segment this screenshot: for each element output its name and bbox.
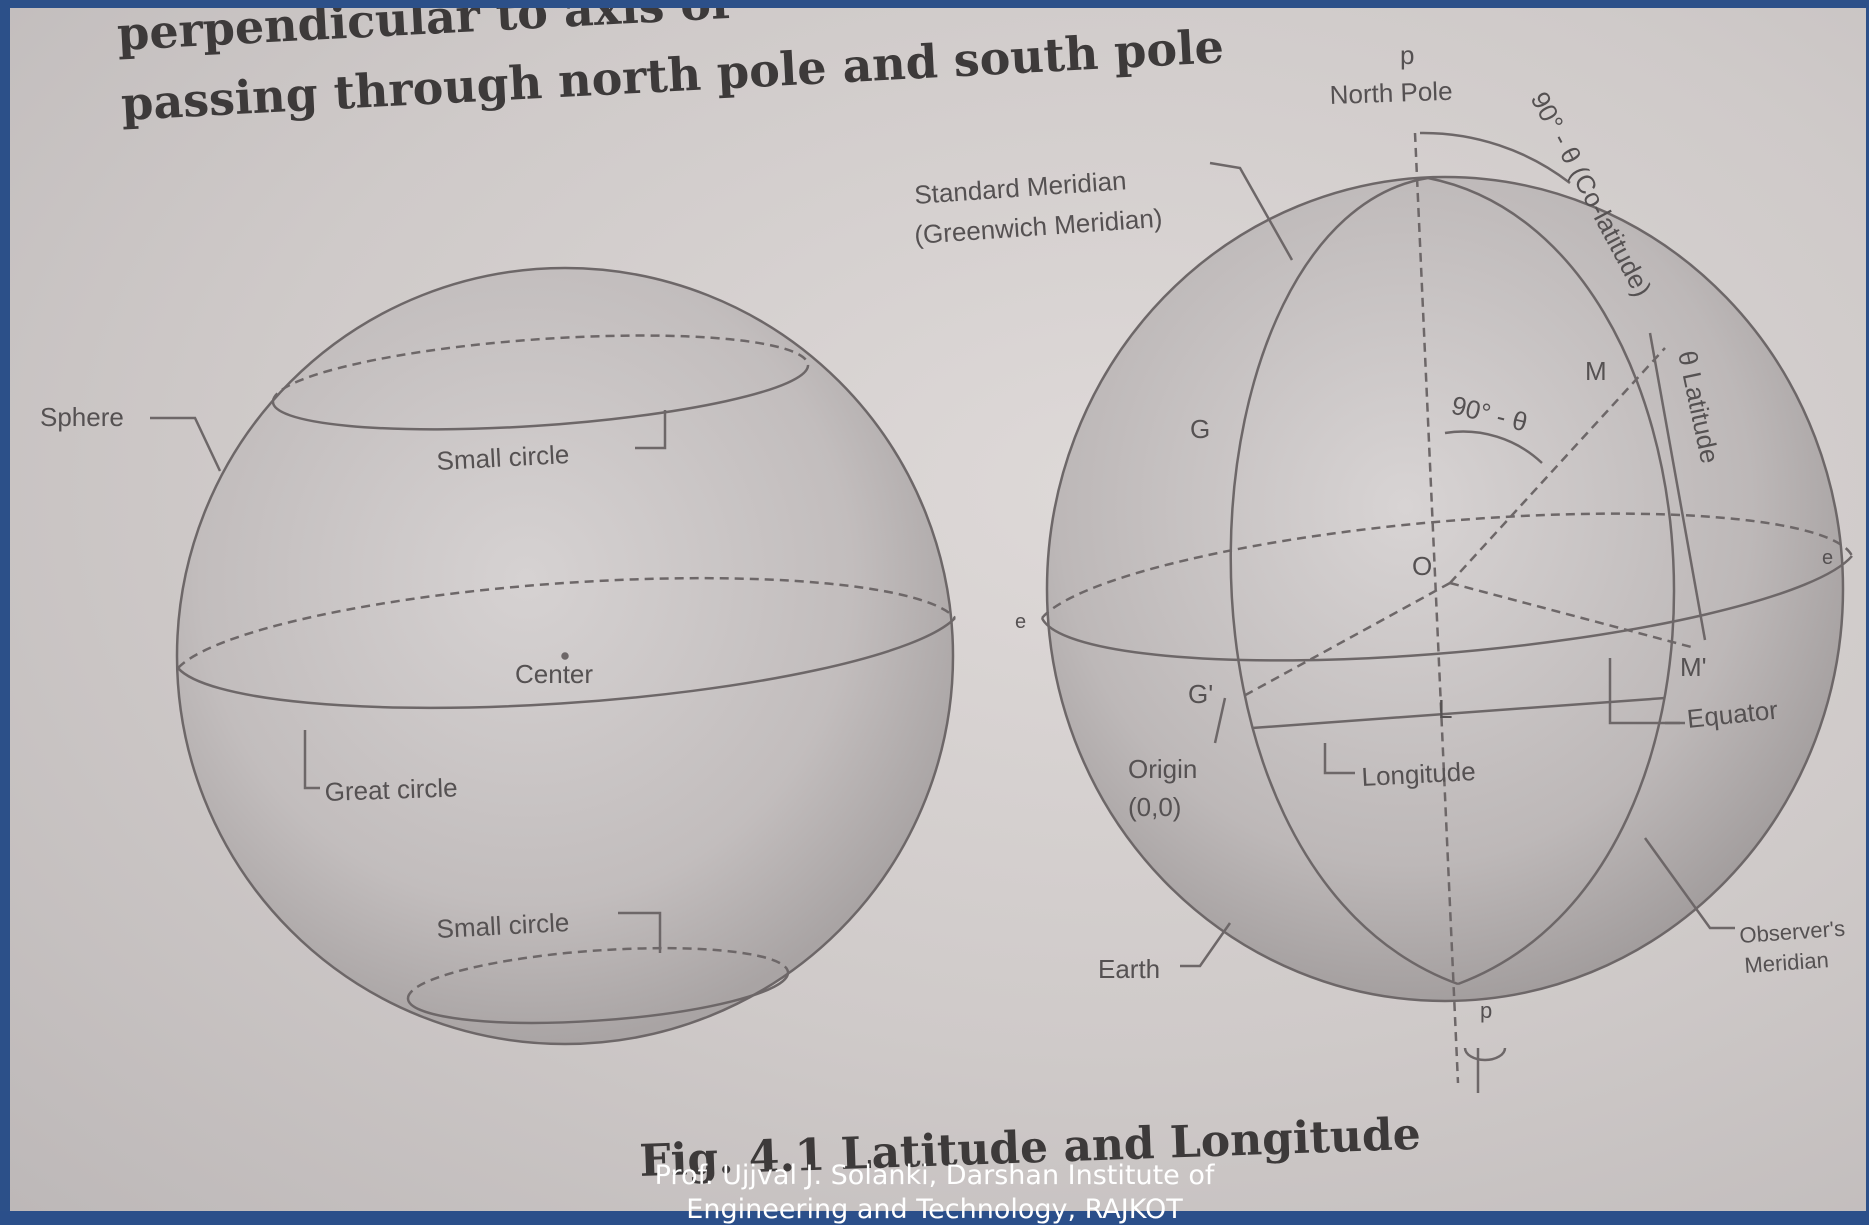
radius-og <box>1239 581 1451 700</box>
sphere-label: Sphere <box>40 402 124 432</box>
great-circle-front <box>177 617 956 710</box>
radius-om-prime <box>1449 581 1696 650</box>
equator-back <box>1041 512 1854 619</box>
p-top-label: p <box>1400 40 1414 70</box>
textbook-photo: perpendicular to axis of passing through… <box>10 8 1866 1211</box>
standard-meridian-leader <box>1209 161 1294 261</box>
longitude-leader <box>1323 743 1355 775</box>
small-circle-top-back <box>271 334 810 402</box>
observers-meridian-label-1: Observer's <box>1739 916 1846 948</box>
origin-label-1: Origin <box>1128 754 1197 784</box>
colatitude-arc <box>1419 131 1571 184</box>
e-right-label: e <box>1822 547 1833 569</box>
origin-label-2: (0,0) <box>1128 792 1181 822</box>
center-label: Center <box>515 659 593 689</box>
g-label: G <box>1190 414 1210 444</box>
small-circle-bottom-front <box>406 972 790 1025</box>
footer-line-2: Engineering and Technology, RAJKOT <box>686 1194 1183 1225</box>
small-circle-bottom-back <box>406 946 790 999</box>
rotation-arrow-icon <box>1463 1047 1507 1062</box>
earth-leader <box>1180 922 1232 968</box>
m-label: M <box>1585 356 1607 386</box>
center-dot <box>561 652 569 660</box>
latitude-longitude-diagram: perpendicular to axis of passing through… <box>40 8 1854 1187</box>
standard-meridian-label-2: (Greenwich Meridian) <box>913 203 1163 250</box>
footer-line-1: Prof. Ujjval J. Solanki, Darshan Institu… <box>654 1160 1215 1191</box>
great-circle-back <box>177 576 956 669</box>
earth-outline <box>1045 175 1845 1003</box>
standard-meridian-label-1: Standard Meridian <box>913 165 1127 210</box>
longitude-label: Longitude <box>1361 756 1477 792</box>
latitude-bracket <box>1648 332 1707 641</box>
earth-label: Earth <box>1098 954 1160 984</box>
e-left-label: e <box>1015 611 1026 633</box>
small-circle-top-label: Small circle <box>436 439 570 476</box>
observers-meridian <box>1427 176 1676 986</box>
small-circle-bottom-leader <box>618 911 662 953</box>
origin-arrow <box>1213 697 1227 744</box>
angle-arc <box>1444 430 1543 464</box>
great-circle-leader <box>303 730 320 790</box>
earth-figure <box>1040 131 1854 1093</box>
left-sphere-figure <box>150 266 956 1046</box>
sphere-leader <box>150 416 222 472</box>
radius-om <box>1449 347 1666 584</box>
o-label: O <box>1412 551 1432 581</box>
small-circle-top-front <box>271 365 810 431</box>
longitude-arrow <box>1251 696 1666 730</box>
equator-front <box>1040 555 1853 662</box>
small-circle-top-leader <box>635 410 667 450</box>
equator-bracket <box>1608 658 1685 725</box>
north-pole-label: North Pole <box>1329 76 1453 110</box>
observers-meridian-label-2: Meridian <box>1744 947 1830 978</box>
p-bottom-label: p <box>1480 998 1492 1023</box>
g-prime-label: G' <box>1188 679 1213 709</box>
observers-meridian-leader <box>1643 837 1735 930</box>
greenwich-meridian <box>1229 176 1459 986</box>
small-circle-bottom-label: Small circle <box>436 907 570 944</box>
polar-axis <box>1413 132 1460 1084</box>
m-prime-label: M' <box>1680 652 1707 682</box>
great-circle-label: Great circle <box>324 772 458 807</box>
l-label: L <box>1438 694 1452 724</box>
